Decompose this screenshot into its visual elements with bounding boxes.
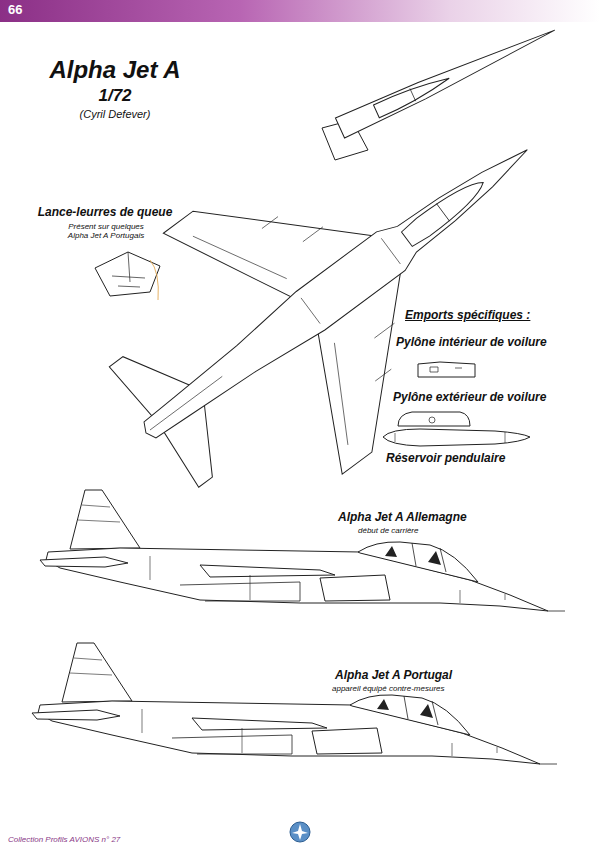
tail-detail-part — [112, 252, 145, 287]
view-note: début de carrière — [358, 526, 418, 535]
store-label: Pylône extérieur de voilure — [393, 391, 546, 405]
view-title: Alpha Jet A Portugal — [335, 669, 452, 683]
stores-part — [398, 412, 470, 426]
nose-top-view-part-part — [410, 88, 416, 101]
store-label: Réservoir pendulaire — [386, 452, 505, 466]
tail-detail-part — [95, 252, 160, 296]
nose-top-view-part-part — [373, 72, 452, 118]
stores-part — [429, 417, 435, 423]
stores-heading: Emports spécifiques : — [405, 309, 530, 323]
nose-top-view-part — [335, 20, 559, 138]
top-view-part — [400, 174, 489, 248]
page-number: 66 — [8, 3, 22, 18]
author-credit: (Cyril Defever) — [40, 108, 190, 121]
detail-note: Présent sur quelques Alpha Jet A Portuga… — [60, 222, 152, 240]
top-view — [57, 29, 600, 553]
nose-top-view-part-part — [335, 20, 559, 138]
top-view-part — [436, 204, 449, 222]
view-note: appareil équipé contre-mesures — [332, 684, 445, 693]
scale-label: 1/72 — [40, 86, 190, 106]
footer-text: Collection Profils AVIONS n° 27 — [8, 835, 120, 844]
side-view-portugal — [32, 643, 557, 764]
top-view-part — [140, 238, 400, 443]
view-title: Alpha Jet A Allemagne — [338, 511, 467, 525]
tail-detail — [95, 252, 160, 300]
side-view-germany — [40, 490, 565, 611]
footer-logo — [290, 822, 310, 842]
store-label: Pylône intérieur de voilure — [396, 336, 547, 350]
header-bar — [0, 0, 600, 22]
stores-part — [430, 367, 462, 372]
page-title: Alpha Jet A — [40, 56, 190, 84]
nose-top-view — [322, 20, 559, 160]
footer-logo-part — [292, 824, 308, 840]
footer-logo-part — [290, 822, 310, 842]
stores-part — [395, 432, 505, 443]
detail-title: Lance-leurres de queue — [30, 206, 180, 220]
tail-detail-part — [150, 260, 158, 300]
stores-part — [383, 429, 530, 446]
stores-part — [418, 362, 475, 377]
